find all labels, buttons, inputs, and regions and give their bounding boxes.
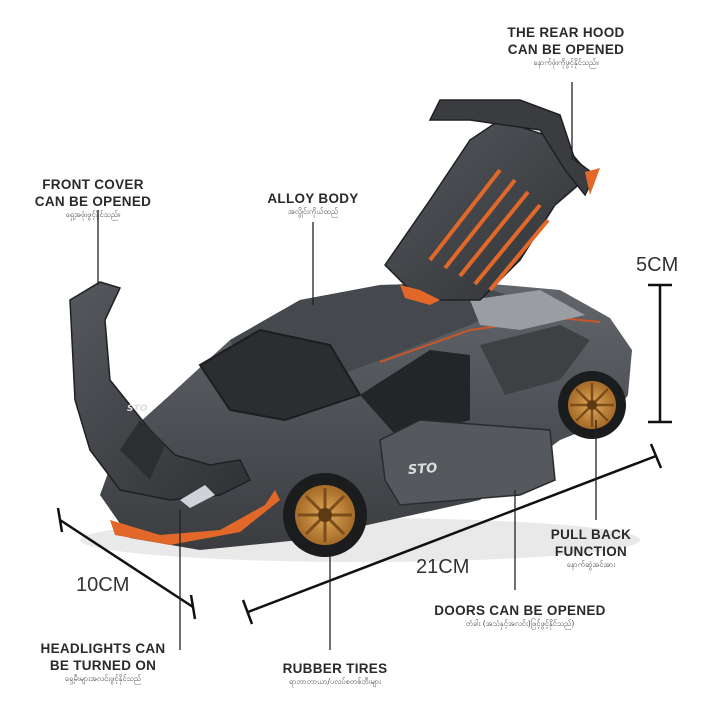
callout-lines <box>97 82 597 650</box>
rear-hood-ribs <box>428 168 550 292</box>
label-headlights: HEADLIGHTS CAN BE TURNED ON ရှေ့မီးများအ… <box>38 640 168 684</box>
label-pull-back: PULL BACK FUNCTION နောက်ဆွဲအင်အား <box>516 526 666 570</box>
dim-height-label: 5CM <box>636 254 679 276</box>
front-splitter <box>110 490 280 545</box>
label-front-cover-sub: ရှေ့အဖုံးဖွင့်နိုင်သည်။ <box>65 210 121 219</box>
label-headlights-line2: BE TURNED ON <box>49 658 157 673</box>
label-doors-sub: တံခါး (အသံနှင့်အလင်း)ဖြင့်ဖွင့်နိုင်သည်) <box>465 619 575 628</box>
label-rubber-tires-line1: RUBBER TIRES <box>282 661 388 676</box>
headlight <box>180 485 215 508</box>
label-rubber-tires-sub: ရာဘာတာယာ/ပလပ်စတစ်ဘီးများ <box>289 677 381 686</box>
label-headlights-sub: ရှေ့မီးများအလင်းဖွင့်နိုင်သည် <box>64 674 142 683</box>
label-pull-back-sub: နောက်ဆွဲအင်အား <box>566 560 616 569</box>
front-cover <box>69 281 252 501</box>
front-cover-vent <box>120 420 165 480</box>
dim-height-line <box>648 283 672 424</box>
label-rear-hood: THE REAR HOOD CAN BE OPENED နောက်ဖုံးကို… <box>496 24 636 68</box>
hood-badge: STO <box>127 404 148 414</box>
engine-bay <box>470 290 585 330</box>
label-front-cover-line2: CAN BE OPENED <box>34 194 152 209</box>
label-rear-hood-line2: CAN BE OPENED <box>507 42 625 57</box>
rear-intake <box>480 325 590 395</box>
label-front-cover-line1: FRONT COVER <box>42 177 144 192</box>
label-rear-hood-sub: နောက်ဖုံးကိုဖွင့်နိုင်သည်။ <box>533 58 599 67</box>
label-rubber-tires: RUBBER TIRES ရာဘာတာယာ/ပလပ်စတစ်ဘီးများ <box>270 660 400 687</box>
open-door <box>379 419 556 506</box>
label-doors: DOORS CAN BE OPENED တံခါး (အသံနှင့်အလင်း… <box>430 602 610 629</box>
dim-length-line <box>241 443 663 625</box>
label-alloy-body: ALLOY BODY အလွိုင်းကိုယ်ထည် <box>258 190 368 217</box>
label-pull-back-line1: PULL BACK FUNCTION <box>550 527 632 559</box>
rear-hood-tip <box>400 285 440 305</box>
side-badge: STO <box>407 460 438 479</box>
label-doors-line1: DOORS CAN BE OPENED <box>434 603 606 618</box>
dim-width-label: 10CM <box>76 574 130 596</box>
label-alloy-body-line1: ALLOY BODY <box>267 191 359 206</box>
label-front-cover: FRONT COVER CAN BE OPENED ရှေ့အဖုံးဖွင့်… <box>28 176 158 220</box>
dim-width-line <box>56 507 197 620</box>
dim-length-label: 21CM <box>416 556 470 578</box>
label-headlights-line1: HEADLIGHTS CAN <box>40 641 166 656</box>
car-interior <box>360 350 470 440</box>
label-alloy-body-sub: အလွိုင်းကိုယ်ထည် <box>287 207 339 216</box>
rear-wing-tip <box>585 168 600 195</box>
label-rear-hood-line1: THE REAR HOOD <box>507 25 625 40</box>
